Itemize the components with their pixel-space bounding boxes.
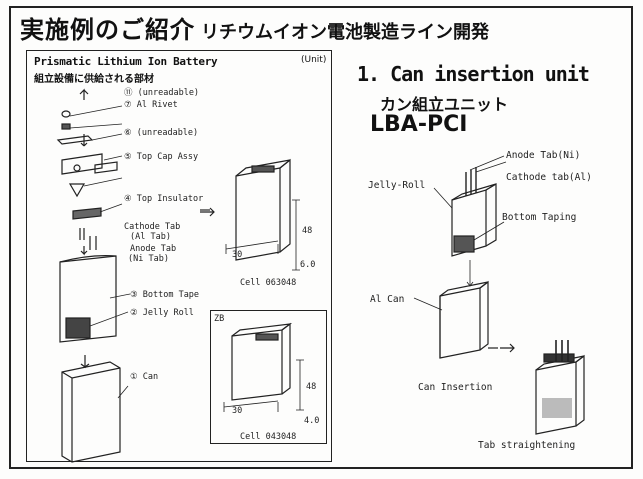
cell2-caption: Cell 043048 <box>240 432 297 442</box>
part-label-6: ⑥ (unreadable) <box>124 128 199 138</box>
cell2-diagram <box>223 322 304 412</box>
section-heading-jp: カン組立ユニット <box>380 95 509 114</box>
part-label-4: ④ Top Insulator <box>124 194 204 204</box>
part-label-anode: Anode Tab <box>130 244 177 254</box>
part-label-anode-sub: (Ni Tab) <box>128 254 169 264</box>
parts-panel <box>26 50 332 462</box>
label-anode-tab: Anode Tab(Ni) <box>506 150 581 161</box>
tab-straighten-diagram <box>488 340 585 435</box>
label-cathode-tab: Cathode tab(Al) <box>506 172 592 183</box>
title-sub: リチウムイオン電池製造ライン開発 <box>201 22 489 43</box>
slide-frame <box>9 6 633 469</box>
label-can-insertion: Can Insertion <box>418 382 493 393</box>
part-label-1: ① Can <box>130 372 159 382</box>
cell2-dim-t: 4.0 <box>304 416 320 426</box>
cell1-caption: Cell 063048 <box>240 278 297 288</box>
label-al-can: Al Can <box>370 294 405 305</box>
slide-title: 実施例のご紹介リチウムイオン電池製造ライン開発 <box>20 10 620 45</box>
part-label-cathode-sub: (Al Tab) <box>130 232 171 242</box>
cell1-diagram <box>225 158 300 271</box>
cell1-dim-t: 6.0 <box>300 260 316 270</box>
unit-note: (Unit) <box>301 55 327 65</box>
cell-inset-box <box>210 310 327 444</box>
title-main: 実施例のご紹介 <box>20 16 195 44</box>
part-label-5: ⑤ Top Cap Assy <box>124 152 199 162</box>
part-label-7: ⑦ Al Rivet <box>124 100 178 110</box>
cell2-dim-h: 48 <box>306 382 317 392</box>
parts-panel-subtitle: 組立設備に供給される部材 <box>34 74 154 85</box>
part-label-11: ⑪ (unreadable) <box>124 88 200 98</box>
part-label-3: ③ Bottom Tape <box>130 290 200 300</box>
parts-panel-title: Prismatic Lithium Ion Battery <box>34 55 218 68</box>
right-leaders <box>413 155 507 311</box>
jelly-roll-diagram <box>451 167 497 287</box>
section-heading: 1. Can insertion unit <box>357 62 590 86</box>
exploded-parts-diagram <box>56 88 121 463</box>
part-label-2: ② Jelly Roll <box>130 308 194 318</box>
label-tab-straightening: Tab straightening <box>478 440 576 451</box>
model-name: LBA-PCI <box>370 112 468 137</box>
cell1-dim-h: 48 <box>302 226 313 236</box>
part-label-cathode: Cathode Tab <box>124 222 181 232</box>
arrow-to-cell1 <box>200 207 215 217</box>
cell2-dim-w: 30 <box>232 406 243 416</box>
label-bottom-taping: Bottom Taping <box>502 212 577 223</box>
label-jelly-roll: Jelly-Roll <box>368 180 426 191</box>
cell1-dim-w: 30 <box>232 250 243 260</box>
al-can-diagram <box>439 280 489 359</box>
cell2-inset-tag: ZB <box>214 314 225 324</box>
parts-leaders <box>69 105 131 399</box>
